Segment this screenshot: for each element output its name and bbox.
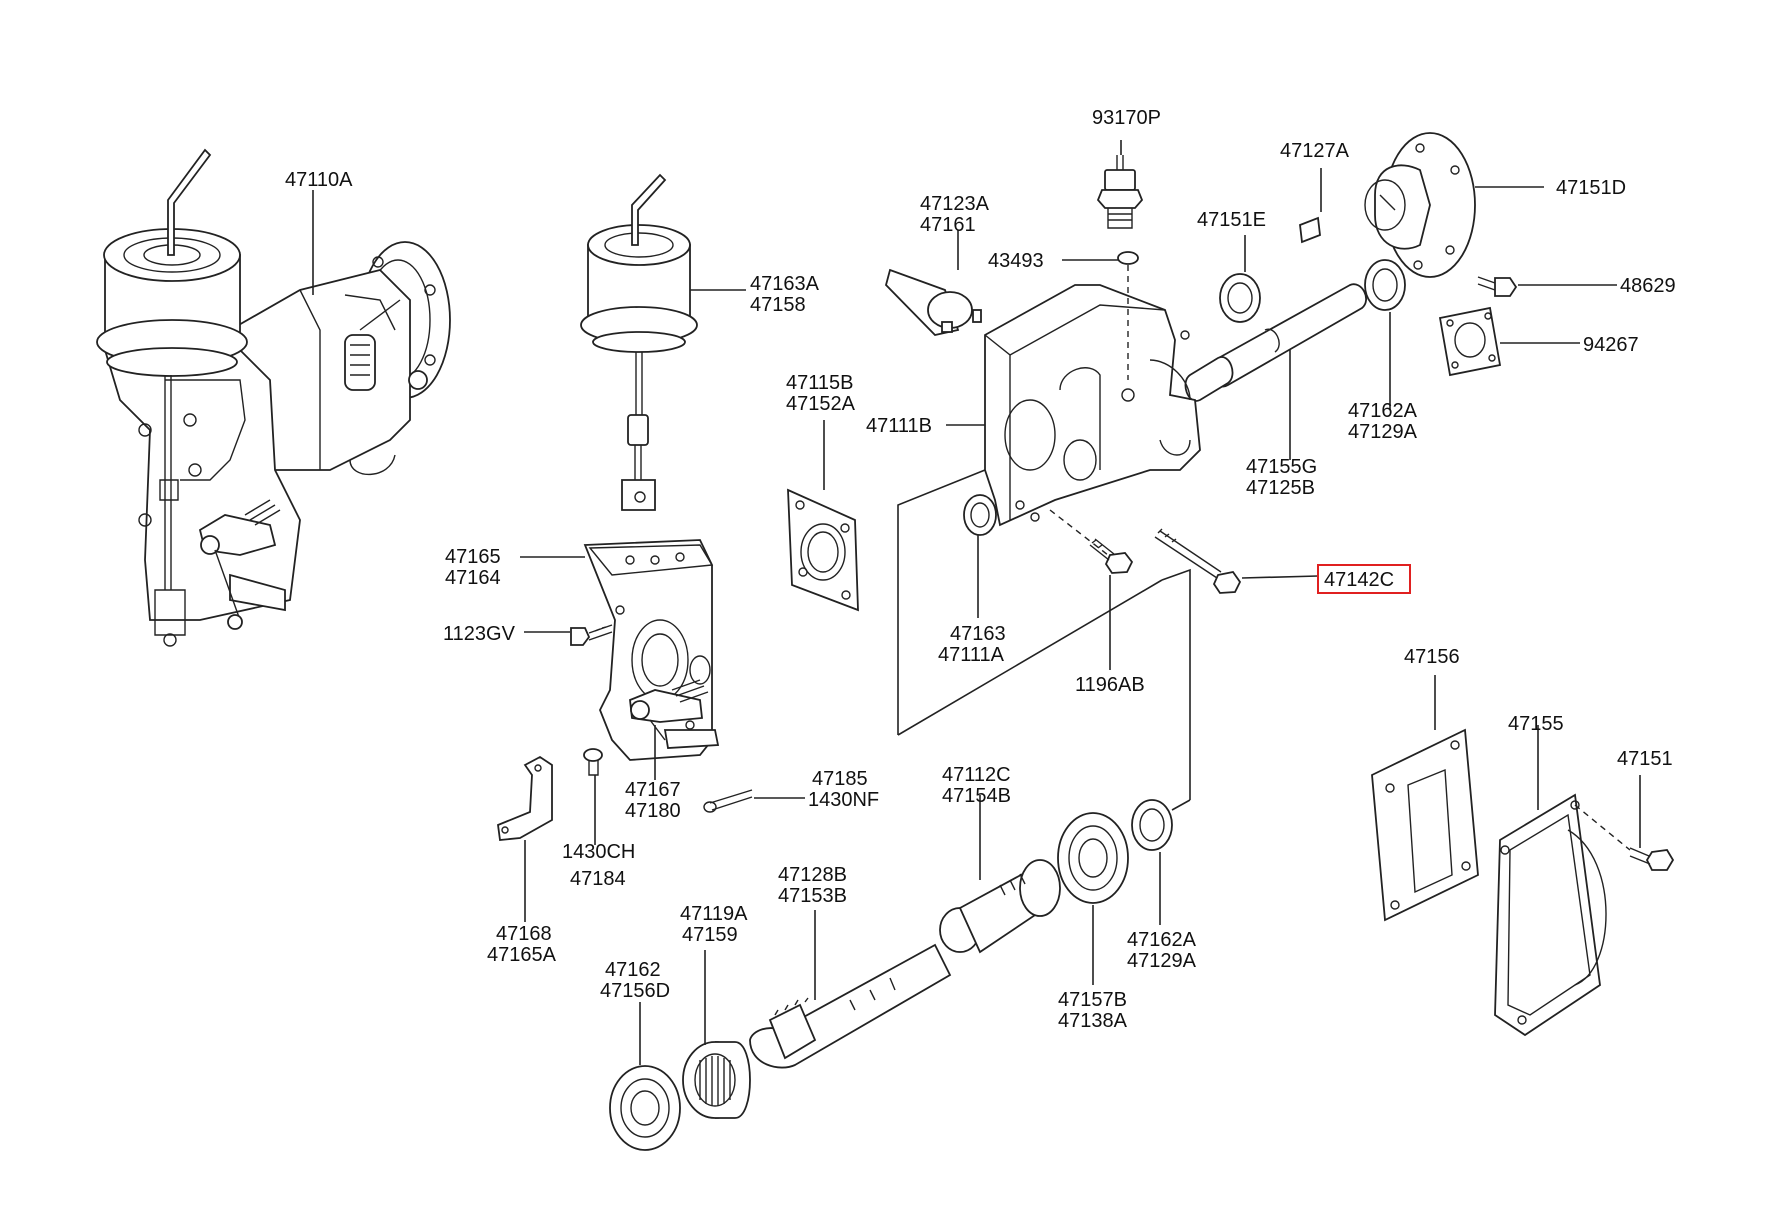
- label-47138A[interactable]: 47138A: [1058, 1010, 1128, 1032]
- label-47112C[interactable]: 47112C: [942, 764, 1011, 786]
- cover-assembly-drawing: [1371, 728, 1675, 1037]
- sensor-93170p-drawing: [1096, 155, 1144, 265]
- bolts-drawing: [1089, 528, 1242, 594]
- callout-labels: 47110A 47163A 47158 47123A 47161 93170P …: [285, 107, 1676, 1032]
- label-47155G[interactable]: 47155G: [1246, 456, 1317, 478]
- label-47184[interactable]: 47184: [570, 868, 626, 890]
- label-47163A[interactable]: 47163A: [750, 273, 820, 295]
- label-47161[interactable]: 47161: [920, 214, 976, 236]
- bracket-47165-drawing: [570, 539, 720, 761]
- label-47123A[interactable]: 47123A: [920, 193, 990, 215]
- label-47180[interactable]: 47180: [625, 800, 681, 822]
- label-47156[interactable]: 47156: [1404, 646, 1460, 668]
- label-47125B[interactable]: 47125B: [1246, 477, 1315, 499]
- label-47129A-top[interactable]: 47129A: [1348, 421, 1418, 443]
- actuator-47163a-drawing: [580, 173, 698, 511]
- label-47159[interactable]: 47159: [682, 924, 738, 946]
- label-47165[interactable]: 47165: [445, 546, 501, 568]
- small-parts-drawing: [497, 748, 753, 841]
- lever-47123a-drawing: [884, 268, 982, 336]
- label-47163[interactable]: 47163: [950, 623, 1006, 645]
- label-47162A-top[interactable]: 47162A: [1348, 400, 1418, 422]
- label-47156D[interactable]: 47156D: [600, 980, 670, 1002]
- label-47115B[interactable]: 47115B: [786, 372, 853, 394]
- label-47153B[interactable]: 47153B: [778, 885, 847, 907]
- label-47152A[interactable]: 47152A: [786, 393, 856, 415]
- label-48629[interactable]: 48629: [1620, 275, 1676, 297]
- label-47111B[interactable]: 47111B: [866, 415, 932, 437]
- label-47111A[interactable]: 47111A: [938, 644, 1005, 666]
- label-47158[interactable]: 47158: [750, 294, 806, 316]
- label-47185[interactable]: 47185: [812, 768, 868, 790]
- label-94267[interactable]: 94267: [1583, 334, 1639, 356]
- output-shaft-drawing: [609, 799, 1173, 1151]
- flange-47151d-drawing: [1364, 132, 1518, 377]
- label-47151D[interactable]: 47151D: [1556, 177, 1626, 199]
- key-47127a-drawing: [1299, 216, 1321, 244]
- label-47129A-bottom[interactable]: 47129A: [1127, 950, 1197, 972]
- leader-lines: [312, 140, 1641, 1065]
- label-1196AB[interactable]: 1196AB: [1075, 674, 1145, 696]
- label-93170P[interactable]: 93170P: [1092, 107, 1161, 129]
- label-47154B[interactable]: 47154B: [942, 785, 1011, 807]
- label-47142C[interactable]: 47142C: [1324, 569, 1394, 591]
- seals-drawing: [1219, 259, 1406, 323]
- label-47151E[interactable]: 47151E: [1197, 209, 1266, 231]
- label-1430CH[interactable]: 1430CH: [562, 841, 635, 863]
- label-47165A[interactable]: 47165A: [487, 944, 557, 966]
- label-47127A[interactable]: 47127A: [1280, 140, 1350, 162]
- label-47155[interactable]: 47155: [1508, 713, 1564, 735]
- label-47162[interactable]: 47162: [605, 959, 661, 981]
- highlight-box-47142C: [1317, 564, 1411, 594]
- label-1430NF[interactable]: 1430NF: [808, 789, 879, 811]
- label-47168[interactable]: 47168: [496, 923, 552, 945]
- label-47167[interactable]: 47167: [625, 779, 681, 801]
- vacuum-actuator-assembly-drawing: [96, 148, 451, 647]
- label-43493[interactable]: 43493: [988, 250, 1044, 272]
- label-47119A[interactable]: 47119A: [680, 903, 748, 925]
- housing-47111b-drawing: [963, 284, 1201, 536]
- label-47151[interactable]: 47151: [1617, 748, 1673, 770]
- label-47157B[interactable]: 47157B: [1058, 989, 1127, 1011]
- label-1123GV[interactable]: 1123GV: [443, 623, 516, 645]
- label-47162A-bottom[interactable]: 47162A: [1127, 929, 1197, 951]
- gasket-47115b-drawing: [787, 488, 859, 612]
- label-47128B[interactable]: 47128B: [778, 864, 847, 886]
- shaft-47155g-drawing: [1184, 283, 1367, 402]
- label-47164[interactable]: 47164: [445, 567, 501, 589]
- label-47110A[interactable]: 47110A: [285, 169, 353, 191]
